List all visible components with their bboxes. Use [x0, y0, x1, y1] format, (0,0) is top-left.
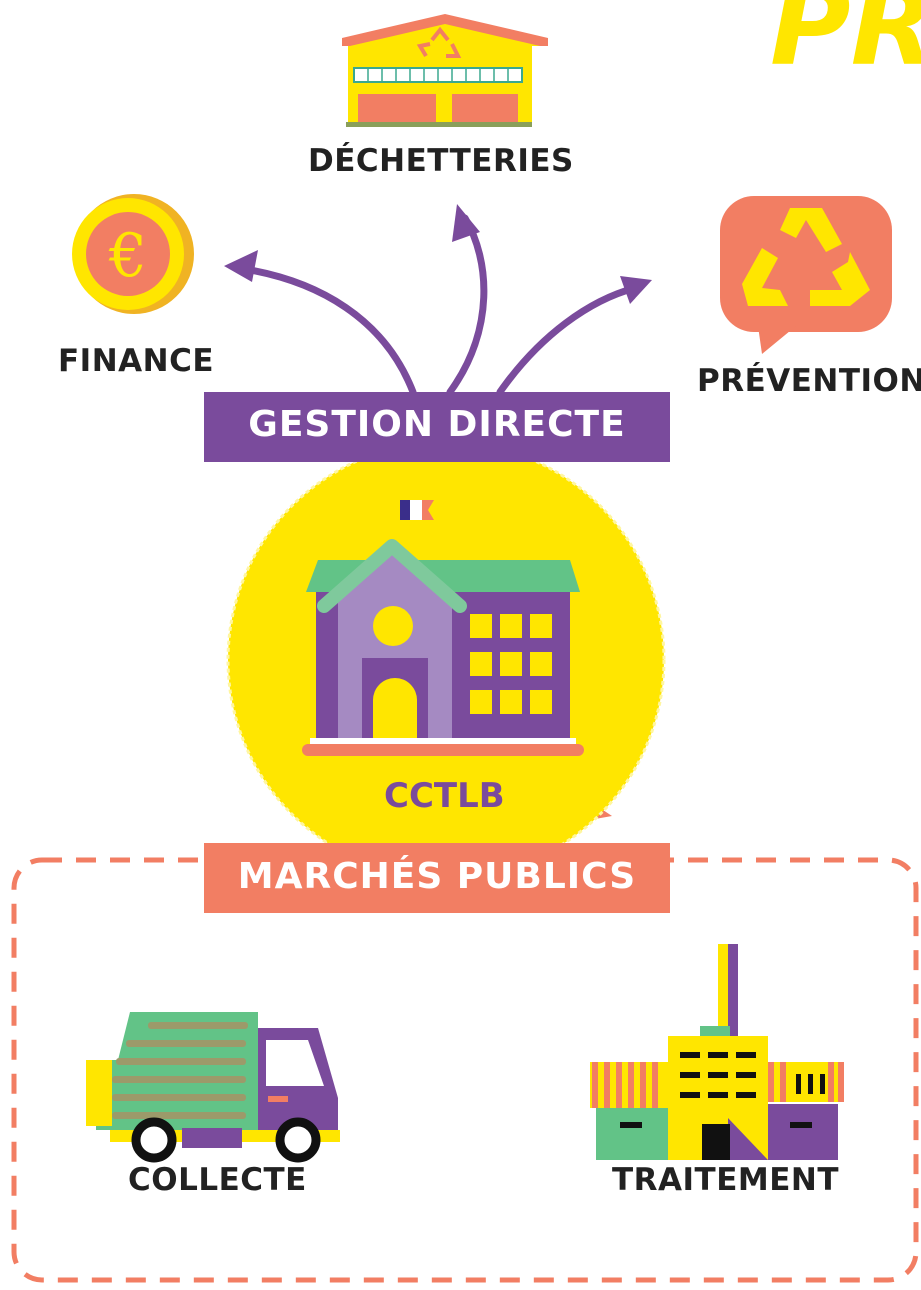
- gestion-directe-banner: GESTION DIRECTE: [248, 404, 626, 445]
- node-label-traitement: TRAITEMENT: [612, 1162, 839, 1198]
- gestion-directe-banner-bg: [204, 392, 670, 462]
- gestion-arrows: [234, 214, 639, 396]
- marches-publics-banner-bg: [204, 843, 670, 913]
- center-label-cctlb: CCTLB: [384, 776, 505, 816]
- arrow-to-prevention: [496, 284, 639, 396]
- treatment-plant-icon: [590, 944, 844, 1160]
- garbage-truck-icon: [86, 1012, 340, 1163]
- node-label-collecte: COLLECTE: [128, 1162, 307, 1198]
- arrow-to-finance: [234, 264, 417, 396]
- recycle-speech-bubble-icon: [720, 196, 892, 354]
- arrowhead-finance: [224, 250, 258, 282]
- arrow-to-decheteries: [446, 214, 488, 396]
- town-hall-icon: [302, 500, 584, 756]
- marches-publics-banner: MARCHÉS PUBLICS: [237, 856, 637, 897]
- node-label-finance: FINANCE: [58, 343, 215, 379]
- svg-text:€: €: [108, 221, 147, 291]
- recycling-warehouse-icon: [342, 14, 548, 127]
- node-label-prevention: PRÉVENTION: [697, 363, 921, 399]
- arrowhead-prevention: [620, 276, 652, 304]
- corner-title: PR: [770, 0, 921, 90]
- euro-coin-icon: €: [72, 194, 194, 314]
- node-label-decheteries: DÉCHETTERIES: [308, 143, 574, 179]
- arrowhead-decheteries: [452, 204, 480, 242]
